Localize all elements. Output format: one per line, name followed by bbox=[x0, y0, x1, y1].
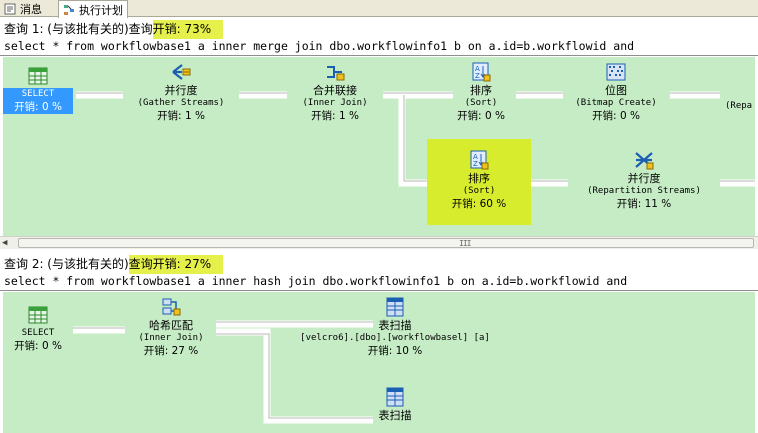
query-1-horizontal-scrollbar[interactable]: ◀ III bbox=[0, 236, 758, 249]
plan-node-repartition-cost: 开销: 11 % bbox=[616, 198, 672, 210]
plan-2-node-table-scan-1[interactable]: 表扫描 [velcro6].[dbo].[workflowbasel] [a] … bbox=[275, 296, 515, 358]
query-1-header: 查询 1: (与该批有关的)查询开销: 73% select * from wo… bbox=[0, 18, 758, 56]
parallelism-icon bbox=[635, 152, 654, 170]
query-2-plan-canvas: SELECT 开销: 0 % 哈希匹配 (Inner Join) 开销: 27 … bbox=[3, 292, 755, 433]
hash-match-icon bbox=[162, 298, 181, 316]
result-tabbar: 消息 执行计划 bbox=[0, 0, 758, 18]
plan-2-node-select[interactable]: SELECT 开销: 0 % bbox=[3, 304, 73, 353]
query-2-header: 查询 2: (与该批有关的)查询开销: 27% select * from wo… bbox=[0, 253, 758, 291]
plan-2-node-hash-match[interactable]: 哈希匹配 (Inner Join) 开销: 27 % bbox=[123, 296, 219, 358]
plan-node-bitmap-name: 位图 bbox=[605, 84, 627, 97]
tab-messages[interactable]: 消息 bbox=[0, 0, 46, 17]
bitmap-icon bbox=[606, 63, 626, 81]
plan-node-bitmap-sub: (Bitmap Create) bbox=[575, 98, 657, 108]
sort-icon: AZ bbox=[470, 150, 489, 170]
plan-node-sort-2-name: 排序 bbox=[468, 172, 490, 185]
result-grid-icon bbox=[28, 67, 48, 85]
plan-2-node-table-scan-2[interactable]: 表扫描 bbox=[355, 386, 435, 422]
query-2-plan-arrows bbox=[73, 320, 373, 424]
tab-execution-plan[interactable]: 执行计划 bbox=[58, 0, 128, 18]
query-2-title: 查询 2: (与该批有关的) bbox=[4, 257, 129, 271]
scroll-left-arrow-icon[interactable]: ◀ bbox=[2, 238, 8, 248]
plan-2-node-scan-1-name: 表扫描 bbox=[378, 319, 412, 332]
plan-node-gather-name: 并行度 bbox=[164, 84, 198, 97]
plan-node-repartition-streams[interactable]: 并行度 (Repartition Streams) 开销: 11 % bbox=[571, 149, 717, 211]
plan-2-node-scan-1-sub: [velcro6].[dbo].[workflowbasel] [a] bbox=[300, 333, 490, 343]
plan-node-sort-2-sub: (Sort) bbox=[462, 186, 496, 196]
plan-node-select-name: SELECT bbox=[21, 89, 55, 99]
plan-node-merge-name: 合并联接 bbox=[313, 84, 357, 97]
query-1-cost: 开销: 73% bbox=[152, 20, 224, 39]
sort-icon: AZ bbox=[472, 62, 491, 82]
table-scan-icon bbox=[386, 297, 404, 317]
plan-2-node-hash-name: 哈希匹配 bbox=[149, 319, 193, 332]
plan-node-gather-streams[interactable]: 并行度 (Gather Streams) 开销: 1 % bbox=[121, 61, 241, 123]
plan-2-node-select-cost: 开销: 0 % bbox=[14, 340, 62, 352]
plan-node-repartition-cut[interactable]: (Repa bbox=[725, 100, 755, 113]
plan-node-bitmap-cost: 开销: 0 % bbox=[592, 110, 640, 122]
plan-node-sort-2-cost: 开销: 60 % bbox=[451, 198, 507, 210]
plan-2-node-select-name: SELECT bbox=[21, 328, 55, 338]
tab-execution-plan-label: 执行计划 bbox=[79, 3, 123, 17]
tab-messages-label: 消息 bbox=[20, 2, 42, 16]
query-1-plan-canvas: SELECT 开销: 0 % 并行度 (Gather Streams) 开销: … bbox=[3, 57, 755, 236]
table-scan-icon bbox=[386, 387, 404, 407]
plan-node-sort-1-cost: 开销: 0 % bbox=[457, 110, 505, 122]
plan-node-merge-join[interactable]: 合并联接 (Inner Join) 开销: 1 % bbox=[285, 61, 385, 123]
query-2-sql: select * from workflowbase1 a inner hash… bbox=[4, 274, 628, 288]
result-grid-icon bbox=[28, 306, 48, 324]
svg-text:A: A bbox=[473, 153, 478, 161]
svg-text:Z: Z bbox=[475, 72, 480, 80]
svg-text:Z: Z bbox=[473, 160, 478, 168]
plan-2-node-scan-1-cost: 开销: 10 % bbox=[367, 345, 423, 357]
query-2-cost: 查询开销: 27% bbox=[128, 255, 224, 274]
plan-node-sort-1-sub: (Sort) bbox=[464, 98, 498, 108]
plan-node-gather-sub: (Gather Streams) bbox=[137, 98, 225, 108]
parallelism-icon bbox=[172, 64, 191, 80]
query-1-title: 查询 1: (与该批有关的)查询 bbox=[4, 22, 153, 36]
query-1-sql: select * from workflowbase1 a inner merg… bbox=[4, 39, 635, 53]
plan-node-sort-1-name: 排序 bbox=[470, 84, 492, 97]
plan-node-merge-sub: (Inner Join) bbox=[302, 98, 368, 108]
plan-2-node-hash-sub: (Inner Join) bbox=[138, 333, 204, 343]
merge-join-icon bbox=[327, 66, 345, 81]
scrollbar-grip: III bbox=[459, 239, 471, 248]
plan-node-repa-sub: (Repa bbox=[725, 101, 753, 111]
plan-2-node-hash-cost: 开销: 27 % bbox=[143, 345, 199, 357]
plan-2-node-scan-2-name: 表扫描 bbox=[378, 409, 412, 422]
plan-node-select[interactable]: SELECT 开销: 0 % bbox=[3, 65, 73, 114]
svg-text:A: A bbox=[475, 65, 480, 73]
plan-node-select-cost: 开销: 0 % bbox=[14, 101, 62, 113]
plan-node-gather-cost: 开销: 1 % bbox=[157, 110, 205, 122]
execution-plan-icon bbox=[64, 4, 74, 15]
scrollbar-thumb[interactable]: III bbox=[18, 238, 754, 248]
message-icon bbox=[4, 3, 16, 14]
plan-node-bitmap[interactable]: 位图 (Bitmap Create) 开销: 0 % bbox=[559, 61, 673, 123]
plan-node-repartition-sub: (Repartition Streams) bbox=[587, 186, 701, 196]
plan-node-repartition-name: 并行度 bbox=[627, 172, 661, 185]
plan-node-merge-cost: 开销: 1 % bbox=[311, 110, 359, 122]
